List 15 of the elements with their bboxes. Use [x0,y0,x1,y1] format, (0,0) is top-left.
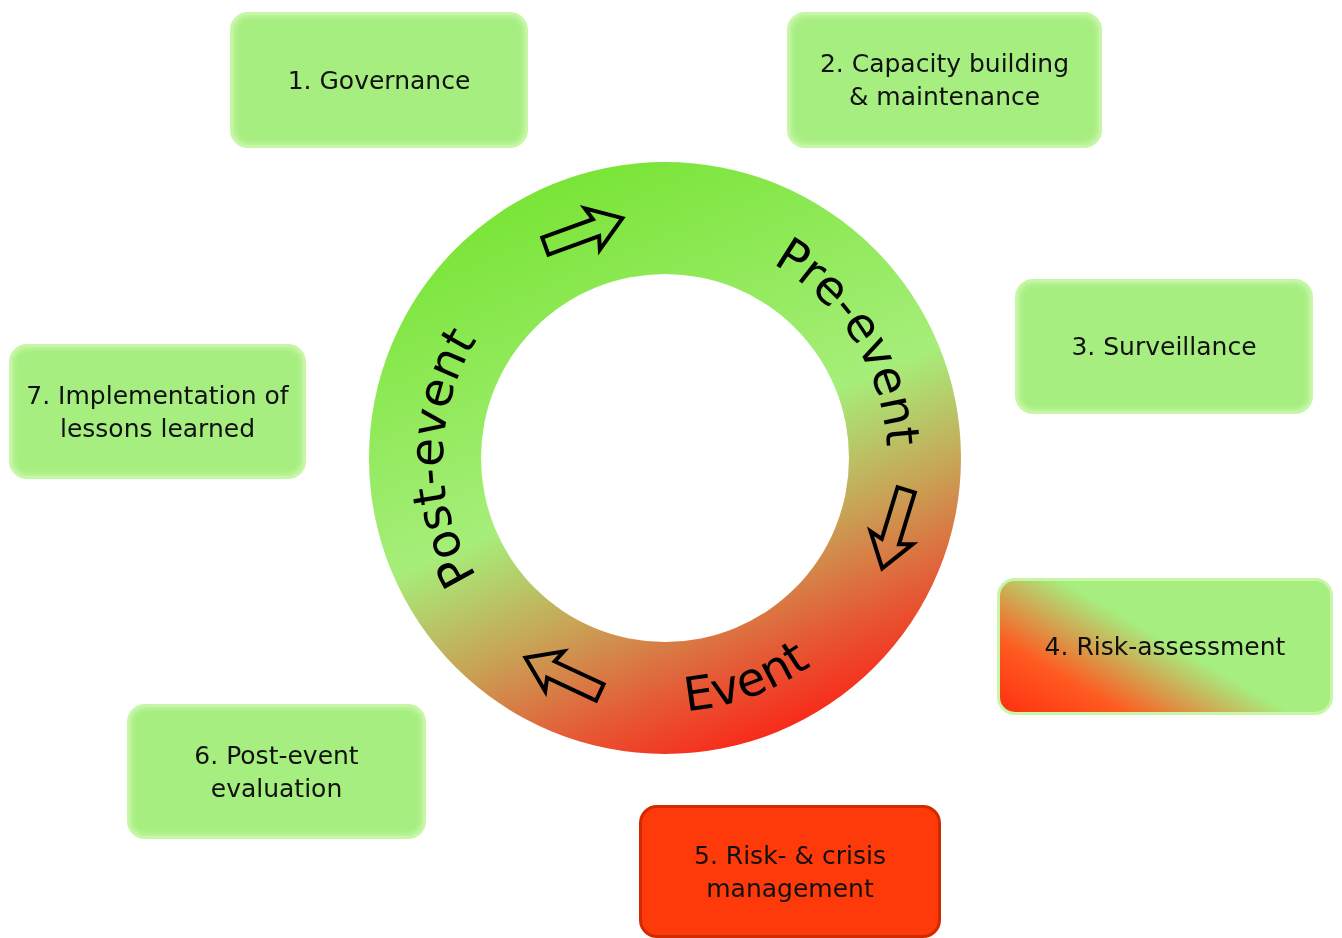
step-box [230,12,528,148]
phase-label: Event [680,628,818,723]
step-label: 3. Surveillance [1071,331,1257,363]
step-label: 4. Risk-assessment [1044,631,1286,663]
step-label: 7. Implementation of lessons learned [25,379,290,445]
step-label: 1. Governance [287,64,471,97]
step-box [997,578,1333,715]
step-box [787,12,1102,148]
step-label: 2. Capacity building & maintenance [818,48,1071,113]
step-box [9,344,306,479]
step-label: 6. Post-event evaluation [193,739,360,805]
step-box [127,704,426,839]
highlighted-step-box [639,805,941,938]
step-box [1015,279,1313,414]
step-label: 5. Risk- & crisis management [693,839,887,905]
